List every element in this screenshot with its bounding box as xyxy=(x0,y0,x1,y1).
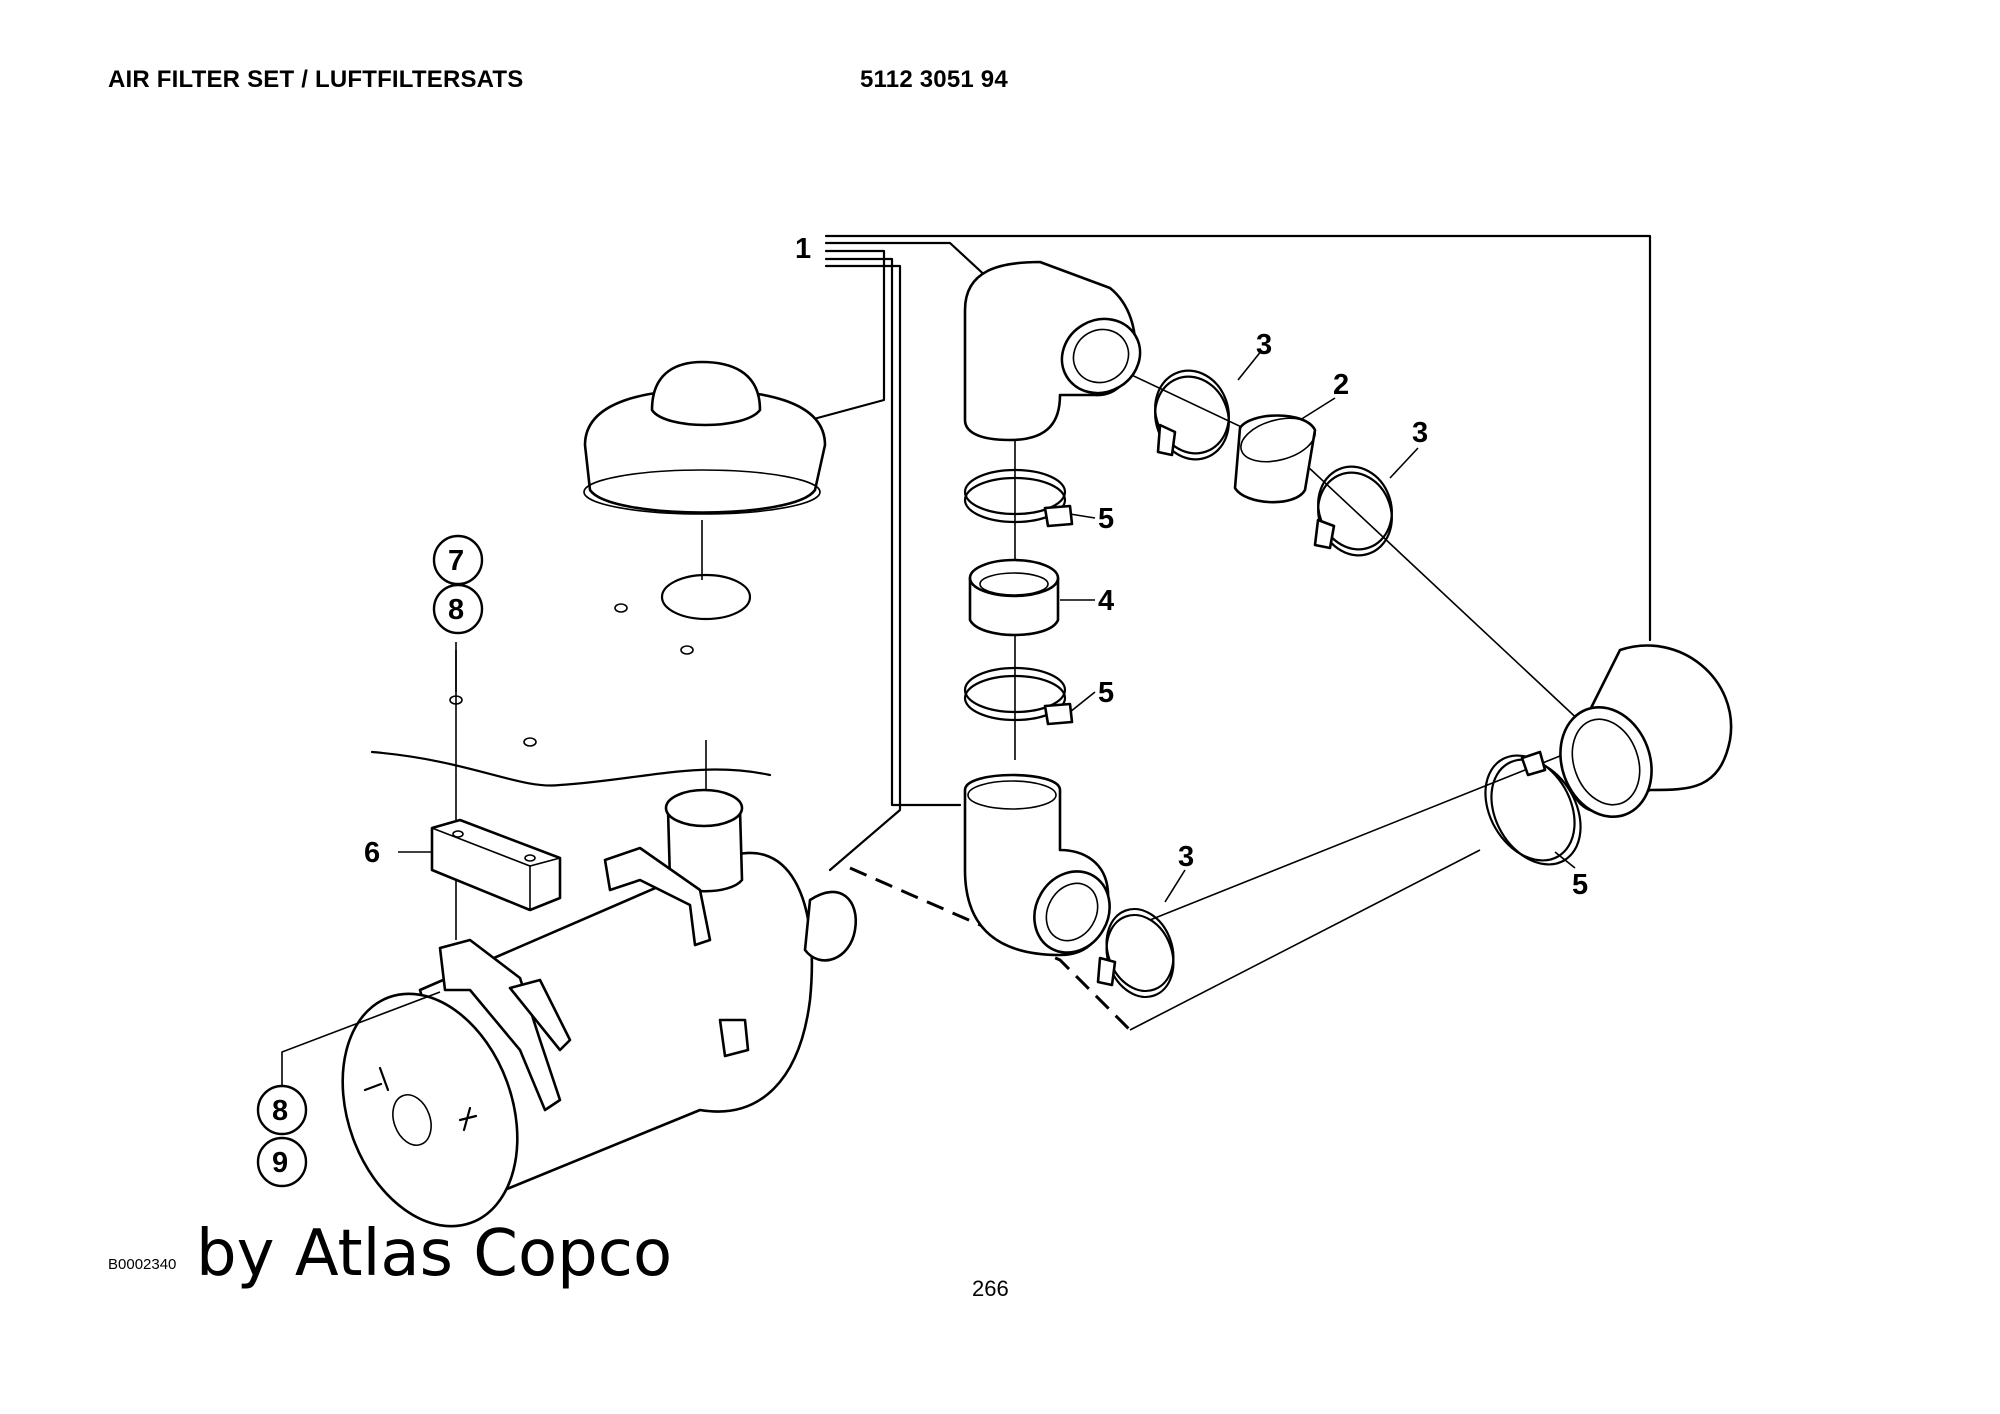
drawing-code: B0002340 xyxy=(108,1256,177,1273)
callout-leaders xyxy=(281,349,1576,1098)
hose-sleeve xyxy=(968,558,1060,637)
callout-3-right: 3 xyxy=(1412,417,1428,449)
callout-6: 6 xyxy=(364,837,380,869)
callout-5-right: 5 xyxy=(1572,869,1588,901)
hose-clamp-lower-middle xyxy=(963,666,1074,726)
callout-5-upper: 5 xyxy=(1098,503,1114,535)
hose-clamp-upper-middle xyxy=(963,468,1074,528)
mounting-plate-edge xyxy=(370,750,772,787)
circled-callout-8-lower: 8 xyxy=(256,1084,308,1136)
callout-numbers: 1 2 3 3 3 4 5 5 5 6 xyxy=(364,233,1588,901)
page-number: 266 xyxy=(972,1276,1009,1301)
hose-clamp-far-right xyxy=(1484,750,1582,866)
circled-callout-8-upper: 8 xyxy=(432,583,484,635)
callout-3-lower: 3 xyxy=(1178,841,1194,873)
hose-connector xyxy=(1233,414,1317,504)
leader-lines-item-1 xyxy=(808,234,1652,872)
callout-3-upper: 3 xyxy=(1256,329,1272,361)
callout-5-middle: 5 xyxy=(1098,677,1114,709)
right-elbow xyxy=(1559,644,1733,819)
svg-text:9: 9 xyxy=(272,1147,288,1179)
upper-elbow xyxy=(963,260,1142,442)
lower-elbow xyxy=(963,773,1111,957)
svg-text:8: 8 xyxy=(272,1095,288,1127)
svg-text:8: 8 xyxy=(448,594,464,626)
svg-text:7: 7 xyxy=(448,545,464,577)
callout-2: 2 xyxy=(1333,369,1349,401)
air-filter-housing xyxy=(341,788,858,1228)
circled-callout-7: 7 xyxy=(432,534,484,586)
hose-clamp-upper-right xyxy=(1154,369,1230,461)
hose-clamp-lower xyxy=(1096,907,1175,999)
part-number: 5112 3051 94 xyxy=(860,66,1008,93)
brand-watermark: by Atlas Copco xyxy=(196,1217,673,1291)
callout-1: 1 xyxy=(795,233,811,265)
spacer-block xyxy=(430,818,562,912)
rain-cap xyxy=(583,360,827,655)
document-title: AIR FILTER SET / LUFTFILTERSATS xyxy=(108,66,524,93)
hose-clamp-right xyxy=(1313,465,1393,557)
circled-callout-9: 9 xyxy=(256,1136,308,1188)
callout-4: 4 xyxy=(1098,585,1114,617)
washer-hole xyxy=(449,642,537,747)
